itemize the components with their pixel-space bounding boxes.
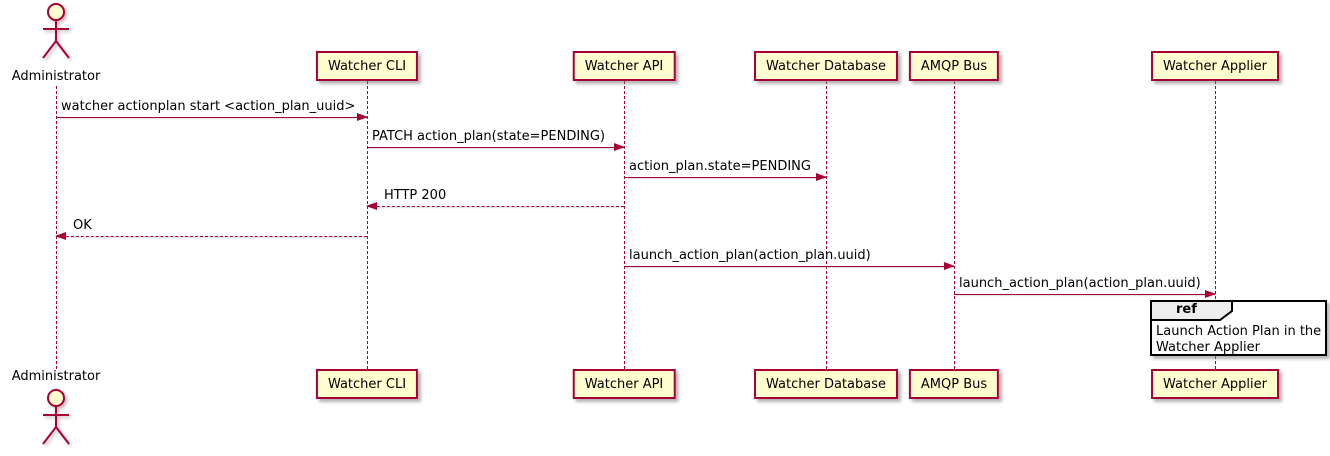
message-line	[954, 294, 1215, 295]
arrowhead-icon	[944, 262, 955, 270]
lifeline-administrator	[56, 86, 57, 369]
participant-watcher-cli-top: Watcher CLI	[315, 51, 419, 81]
participant-watcher-api-top: Watcher API	[572, 51, 676, 81]
ref-body: Launch Action Plan in the Watcher Applie…	[1152, 322, 1325, 358]
message-line	[624, 266, 954, 267]
message-label: watcher actionplan start <action_plan_uu…	[61, 99, 356, 114]
message-line	[367, 206, 624, 207]
lifeline-amqp-bus	[954, 81, 955, 369]
participant-amqp-bus-top: AMQP Bus	[908, 51, 1000, 81]
ref-tab-shape	[1150, 300, 1233, 321]
ref-tab-label: ref	[1176, 302, 1197, 317]
actor-icon-bottom	[42, 389, 70, 445]
lifeline-watcher-applier	[1215, 81, 1216, 369]
participant-watcher-applier-top: Watcher Applier	[1151, 51, 1279, 81]
arrowhead-icon	[357, 113, 368, 121]
message-label: OK	[73, 218, 92, 233]
message-label: launch_action_plan(action_plan.uuid)	[629, 248, 871, 263]
arrowhead-icon	[55, 232, 66, 240]
participant-amqp-bus-bottom: AMQP Bus	[908, 369, 1000, 399]
lifeline-watcher-cli	[367, 81, 368, 369]
ref-text-line1: Launch Action Plan in the	[1156, 324, 1322, 339]
message-label: action_plan.state=PENDING	[629, 159, 811, 174]
arrowhead-icon	[366, 202, 377, 210]
message-line	[56, 236, 367, 237]
message-line	[367, 147, 624, 148]
participant-watcher-api-bottom: Watcher API	[572, 369, 676, 399]
actor-icon-top	[42, 3, 70, 59]
ref-fragment: ref Launch Action Plan in the Watcher Ap…	[1150, 300, 1327, 356]
participant-watcher-database-top: Watcher Database	[754, 51, 898, 81]
actor-label-top: Administrator	[11, 69, 101, 84]
actor-label-bottom: Administrator	[11, 369, 101, 384]
message-label: launch_action_plan(action_plan.uuid)	[959, 276, 1201, 291]
participant-watcher-database-bottom: Watcher Database	[754, 369, 898, 399]
arrowhead-icon	[816, 173, 827, 181]
message-label: PATCH action_plan(state=PENDING)	[372, 129, 606, 144]
message-line	[56, 117, 367, 118]
participant-watcher-applier-bottom: Watcher Applier	[1151, 369, 1279, 399]
message-line	[624, 177, 826, 178]
lifeline-watcher-database	[826, 81, 827, 369]
arrowhead-icon	[614, 143, 625, 151]
lifeline-watcher-api	[624, 81, 625, 369]
participant-watcher-cli-bottom: Watcher CLI	[315, 369, 419, 399]
ref-text-line2: Watcher Applier	[1156, 340, 1260, 355]
arrowhead-icon	[1205, 290, 1216, 298]
message-label: HTTP 200	[384, 188, 447, 203]
